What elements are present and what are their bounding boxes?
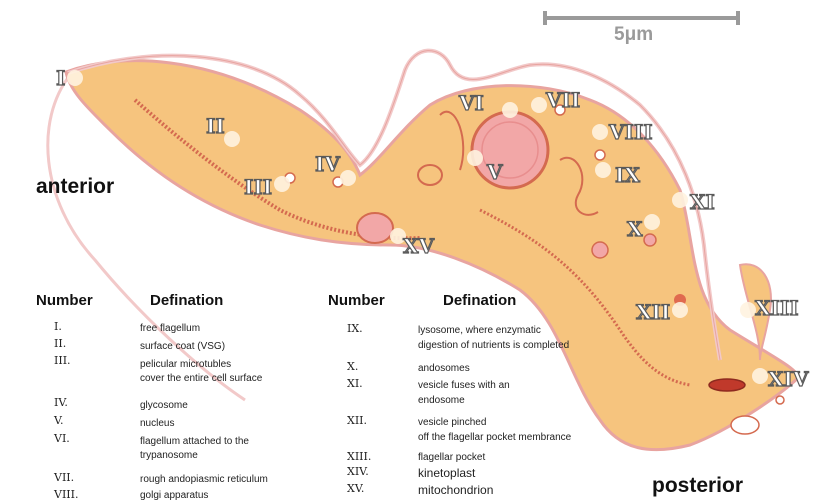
legend-right-num-11: XI. <box>347 377 363 390</box>
legend-right-num-10: X. <box>347 360 358 373</box>
nucleus <box>472 112 548 188</box>
marker-12: XII <box>636 300 670 324</box>
legend-left-def-6a: flagellum attached to the <box>140 436 249 447</box>
legend-right-def-9b: digestion of nutrients is completed <box>418 340 569 351</box>
legend-left-def-4: glycosome <box>140 400 188 411</box>
marker-6: VI <box>459 91 484 115</box>
scale-label: 5μm <box>614 24 653 46</box>
legend-right-num-12: XII. <box>347 414 367 427</box>
legend-right-num-13: XIII. <box>347 450 371 463</box>
marker-5: V <box>487 160 503 184</box>
posterior-label: posterior <box>652 474 743 498</box>
legend-right-def-12b: off the flagellar pocket membrance <box>418 432 571 443</box>
marker-11: XI <box>690 190 715 214</box>
legend-left-num-5: V. <box>54 414 64 427</box>
legend-right-def-12a: vesicle pinched <box>418 417 486 428</box>
legend-header-definition-right: Defination <box>443 292 516 309</box>
lysosome <box>357 213 393 243</box>
legend-left-def-5: nucleus <box>140 418 174 429</box>
legend-right-num-15: XV. <box>347 482 364 495</box>
legend-left-def-2: surface coat (VSG) <box>140 341 225 352</box>
legend-left-def-7: rough andopiasmic reticulum <box>140 474 268 485</box>
legend-right-def-15: mitochondrion <box>418 483 493 497</box>
legend-right-def-10: andosomes <box>418 363 470 374</box>
legend-left-num-2: II. <box>54 337 66 350</box>
marker-10: X <box>627 217 643 241</box>
legend-left-def-6b: trypanosome <box>140 450 198 461</box>
marker-8: VIII <box>609 120 653 144</box>
legend-left-def-3a: pelicular microtubles <box>140 359 231 370</box>
kinetoplast <box>709 379 745 391</box>
marker-7: VII <box>546 88 580 112</box>
legend-right-def-9a: lysosome, where enzymatic <box>418 325 541 336</box>
legend-left-num-8: VIII. <box>54 488 78 501</box>
legend-left-def-1: free flagellum <box>140 323 200 334</box>
legend-header-number-left: Number <box>36 292 93 309</box>
scale-bar <box>545 11 738 25</box>
legend-header-definition-left: Defination <box>150 292 223 309</box>
marker-15: XV <box>403 234 434 258</box>
marker-4: IV <box>315 152 340 176</box>
legend-left-num-6: VI. <box>54 432 70 445</box>
legend-right-def-14: kinetoplast <box>418 466 475 480</box>
legend-left-num-7: VII. <box>54 471 74 484</box>
marker-13: XIII <box>755 296 799 320</box>
legend-right-def-11b: endosome <box>418 395 465 406</box>
legend-left-def-8: golgi apparatus <box>140 490 208 501</box>
legend-left-def-3b: cover the entire cell surface <box>140 373 262 384</box>
marker-1: I <box>56 66 65 90</box>
anterior-label: anterior <box>36 175 114 199</box>
legend-right-num-9: IX. <box>347 322 363 335</box>
legend-right-num-14: XIV. <box>347 465 369 478</box>
legend-left-num-4: IV. <box>54 396 68 409</box>
legend-header-number-right: Number <box>328 292 385 309</box>
marker-2: II <box>206 114 225 138</box>
marker-9: IX <box>615 163 640 187</box>
marker-14: XIV <box>768 367 808 391</box>
legend-right-def-13: flagellar pocket <box>418 452 485 463</box>
legend-left-num-1: I. <box>54 320 62 333</box>
marker-3: III <box>244 175 272 199</box>
legend-right-def-11a: vesicle fuses with an <box>418 380 510 391</box>
legend-left-num-3: III. <box>54 354 71 367</box>
